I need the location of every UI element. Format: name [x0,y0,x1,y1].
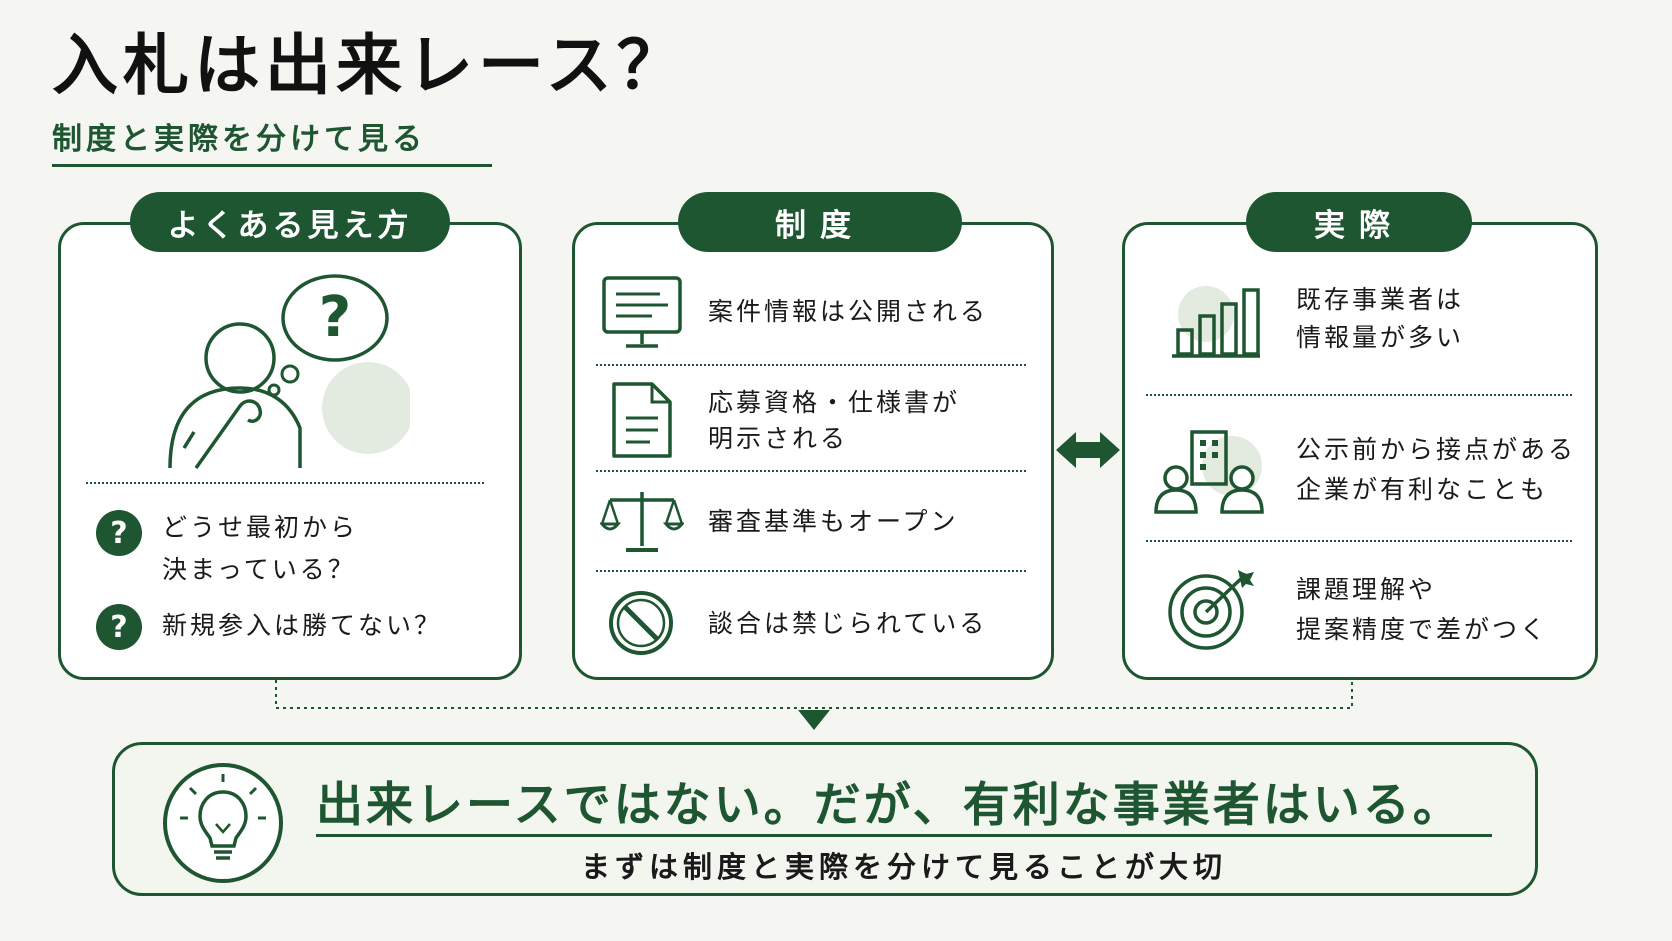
system-item-4: 談合は禁じられている [708,609,988,638]
page-title: 入札は出来レース？ [52,27,688,104]
document-icon [612,382,672,458]
common-view-item-1-line1: どうせ最初から [162,513,359,542]
question-badge: ? [96,604,142,650]
common-view-item-1-line2: 決まっている？ [162,555,356,584]
reality-item-1-line2: 情報量が多い [1296,323,1465,352]
system-item-1: 案件情報は公開される [708,297,989,326]
page-subtitle: 制度と実際を分けて見る [52,122,426,157]
prohibited-icon [609,591,673,655]
reality-item-2-line2: 企業が有利なことも [1296,475,1549,504]
reality-item-3-line2: 提案精度で差がつく [1296,615,1549,644]
subtitle-underline [52,164,492,167]
target-icon [1168,570,1254,650]
divider [596,470,1026,472]
monitor-icon [602,276,682,348]
system-item-2-line2: 明示される [708,424,849,453]
conclusion-underline [316,834,1492,837]
common-view-item-2-line1: 新規参入は勝てない？ [162,611,443,640]
connector-bracket [275,680,1353,730]
thought-question-mark: ? [319,285,351,350]
system-item-3: 審査基準もオープン [708,507,959,536]
reality-item-1-line1: 既存事業者は [1296,285,1465,314]
system-label: 制度 [678,192,962,252]
reality-item-2-line1: 公示前から接点がある [1296,435,1577,464]
conclusion-sub-text: まずは制度と実際を分けて見ることが大切 [580,850,1227,884]
divider [1146,394,1572,396]
double-arrow-icon [1056,432,1120,468]
reality-label: 実際 [1246,192,1472,252]
people-building-icon [1154,430,1264,514]
system-item-2-line1: 応募資格・仕様書が [708,388,961,417]
divider [86,482,484,484]
lightbulb-icon [163,763,283,883]
question-badge: ? [96,510,142,556]
divider [596,570,1026,572]
bar-chart-icon [1172,286,1260,358]
scales-icon [600,492,684,552]
thinking-person-icon: ? [168,274,410,470]
divider [1146,540,1572,542]
divider [596,364,1026,366]
conclusion-main-text: 出来レースではない。だが、有利な事業者はいる。 [316,778,1463,833]
common-view-label: よくある見え方 [130,192,450,252]
conclusion-box [112,742,1538,896]
reality-item-3-line1: 課題理解や [1296,575,1437,604]
